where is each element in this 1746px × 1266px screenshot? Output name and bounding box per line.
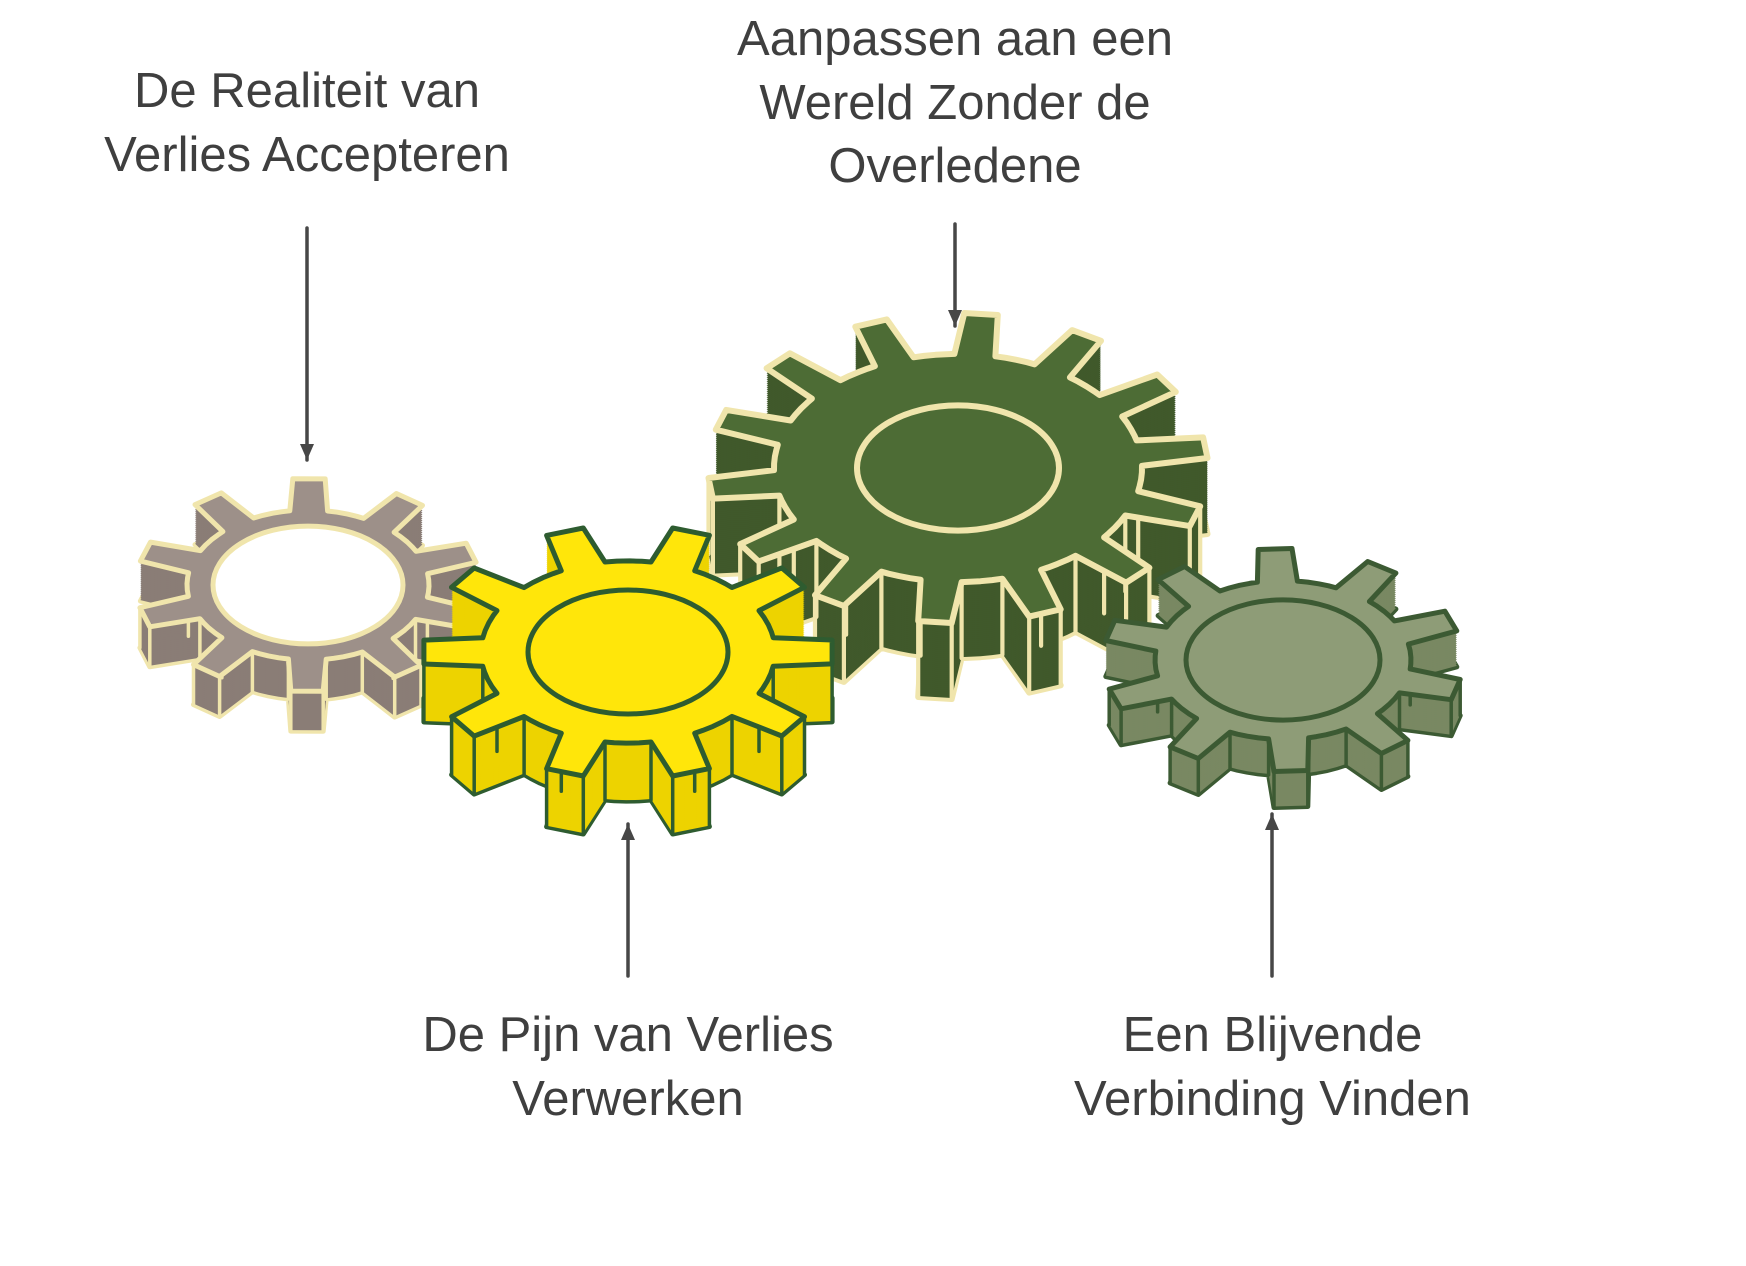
gear-adjust-world [705,310,1211,702]
gears-layer [137,310,1463,837]
label-process-pain: De Pijn van Verlies Verwerken [373,1004,883,1131]
label-adjust-world: Aanpassen aan een Wereld Zonder de Overl… [650,8,1260,199]
label-process-pain-line-1: De Pijn van Verlies [422,1008,834,1062]
arrows-layer [300,222,1279,978]
label-adjust-world-line-3: Overledene [828,139,1082,194]
label-find-connection: Een Blijvende Verbinding Vinden [1015,1004,1530,1131]
gear-find-connection [1103,546,1463,810]
gear-process-pain [421,525,835,837]
label-adjust-world-line-1: Aanpassen aan een [737,12,1173,66]
label-find-connection-line-2: Verbinding Vinden [1074,1071,1471,1126]
label-find-connection-line-1: Een Blijvende [1122,1008,1423,1062]
gear-accept-reality [137,476,479,734]
label-accept-reality-line-2: Verlies Accepteren [104,127,510,182]
label-accept-reality-line-1: De Realiteit van [134,64,480,118]
label-adjust-world-line-2: Wereld Zonder de [759,75,1151,130]
label-process-pain-line-2: Verwerken [512,1071,744,1126]
label-accept-reality: De Realiteit van Verlies Accepteren [57,60,557,187]
